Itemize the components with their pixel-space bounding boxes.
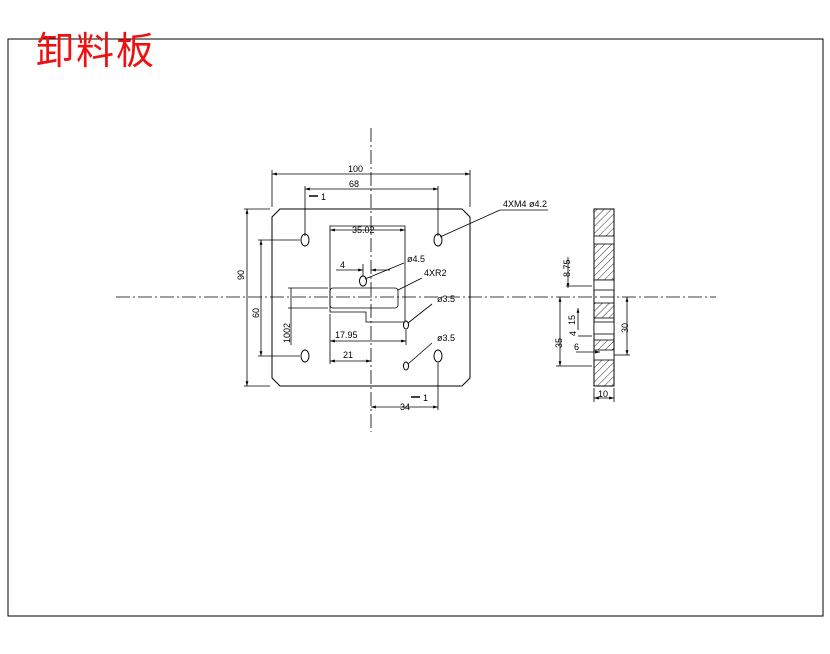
dim-4-label: 4 xyxy=(340,260,345,270)
dim-60-label: 60 xyxy=(251,308,261,318)
inner-step xyxy=(329,225,406,323)
callout-radius: 4XR2 xyxy=(424,268,447,278)
dim-34-label: 34 xyxy=(400,402,410,412)
hole-45 xyxy=(359,275,367,287)
side-dim-4-label: 4 xyxy=(568,331,578,336)
drawing-title: 卸料板 xyxy=(36,29,157,73)
dim-100-label: 100 xyxy=(348,164,363,174)
mark-1-bottom-label: 1 xyxy=(423,393,428,403)
dim-90-label: 90 xyxy=(236,270,246,280)
callout-hole-45: ø4.5 xyxy=(407,254,425,264)
corner-hole-bl xyxy=(300,349,310,363)
side-dim-35-label: 35 xyxy=(554,338,564,348)
side-dim-875-label: 8.75 xyxy=(562,259,572,277)
side-dim-30-label: 30 xyxy=(620,323,630,333)
front-view xyxy=(116,128,716,432)
callout-screw: 4XM4 ø4.2 xyxy=(503,199,547,209)
side-hatch-bot xyxy=(593,339,615,387)
dim-3502-label: 35.02 xyxy=(352,225,375,235)
side-hatch-top xyxy=(593,208,615,281)
hole-35-a xyxy=(403,320,409,330)
callout-hole-35-b: ø3.5 xyxy=(437,333,455,343)
mark-1-top-label: 1 xyxy=(321,192,326,202)
side-dim-10-label: 10 xyxy=(598,389,608,399)
dim-1002-label: 1002 xyxy=(282,323,292,343)
callout-hole-35-a: ø3.5 xyxy=(437,294,455,304)
corner-hole-br xyxy=(433,349,443,363)
side-hatch-mid xyxy=(593,302,615,319)
hole-35-b xyxy=(403,361,409,371)
dim-21-label: 21 xyxy=(343,350,353,360)
plate-outline xyxy=(271,208,471,387)
dim-1795-label: 17.95 xyxy=(335,330,358,340)
dim-68-label: 68 xyxy=(349,179,359,189)
side-dim-15-label: 15 xyxy=(567,315,577,325)
side-dim-6-label: 6 xyxy=(574,342,579,352)
side-view xyxy=(556,208,630,402)
drawing-border xyxy=(7,38,824,617)
slot xyxy=(329,287,399,309)
